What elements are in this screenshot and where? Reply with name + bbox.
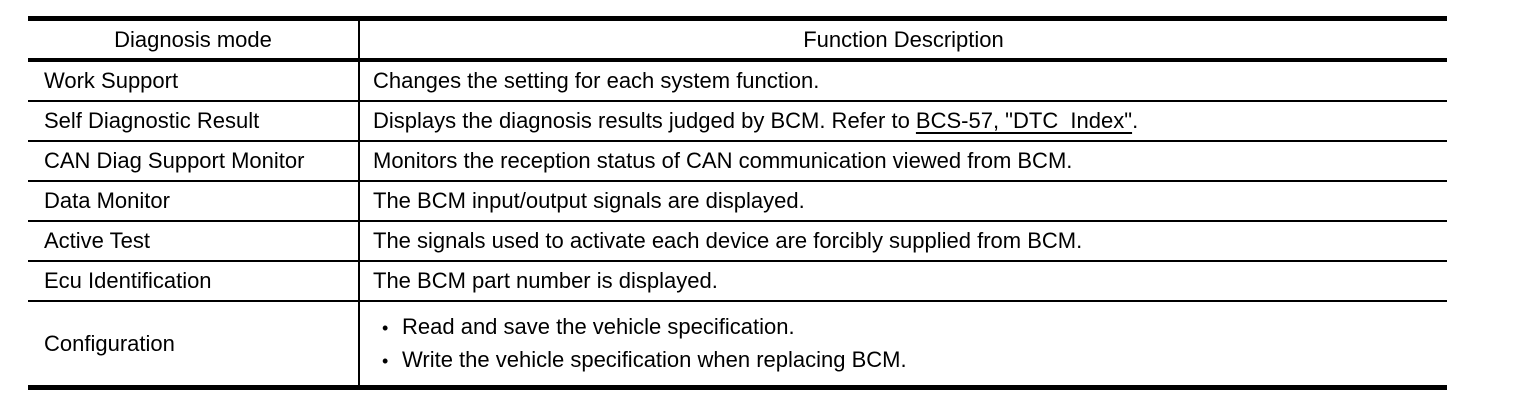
header-function-description: Function Description xyxy=(359,18,1447,62)
description-text: The signals used to activate each device… xyxy=(359,221,1447,262)
table-header-row: Diagnosis mode Function Description xyxy=(28,18,1447,62)
bullet-icon: • xyxy=(382,350,389,371)
table-row-can-diag-support-monitor: CAN Diag Support Monitor Monitors the re… xyxy=(28,141,1447,182)
bullet-icon: • xyxy=(382,317,389,338)
description-text: Monitors the reception status of CAN com… xyxy=(359,141,1447,182)
bullet-item: • Write the vehicle specification when r… xyxy=(373,345,1447,376)
dtc-index-link[interactable]: BCS-57, "DTC Index" xyxy=(915,108,1133,134)
description-prefix: Displays the diagnosis results judged by… xyxy=(373,108,916,134)
diagnosis-mode-table: Diagnosis mode Function Description Work… xyxy=(28,16,1447,390)
description-text: Displays the diagnosis results judged by… xyxy=(359,101,1447,142)
bullet-text: Write the vehicle specification when rep… xyxy=(402,346,907,372)
description-text: The BCM input/output signals are display… xyxy=(359,181,1447,222)
mode-label: Configuration xyxy=(28,301,360,388)
table-row-data-monitor: Data Monitor The BCM input/output signal… xyxy=(28,181,1447,222)
mode-label: CAN Diag Support Monitor xyxy=(28,141,360,182)
bullet-item: • Read and save the vehicle specificatio… xyxy=(373,312,1447,343)
mode-label: Ecu Identification xyxy=(28,261,360,302)
bullet-text: Read and save the vehicle specification. xyxy=(402,313,795,339)
description-suffix: . xyxy=(1132,108,1139,134)
header-diagnosis-mode: Diagnosis mode xyxy=(28,18,360,62)
description-text: The BCM part number is displayed. xyxy=(359,261,1447,302)
table-row-configuration: Configuration • Read and save the vehicl… xyxy=(28,301,1447,388)
mode-label: Data Monitor xyxy=(28,181,360,222)
table-row-work-support: Work Support Changes the setting for eac… xyxy=(28,60,1447,102)
mode-label: Work Support xyxy=(28,60,360,102)
mode-label: Active Test xyxy=(28,221,360,262)
table-row-active-test: Active Test The signals used to activate… xyxy=(28,221,1447,262)
description-text: Changes the setting for each system func… xyxy=(359,60,1447,102)
description-bullet-list: • Read and save the vehicle specificatio… xyxy=(359,301,1447,388)
table-row-self-diagnostic-result: Self Diagnostic Result Displays the diag… xyxy=(28,101,1447,142)
mode-label: Self Diagnostic Result xyxy=(28,101,360,142)
table-row-ecu-identification: Ecu Identification The BCM part number i… xyxy=(28,261,1447,302)
